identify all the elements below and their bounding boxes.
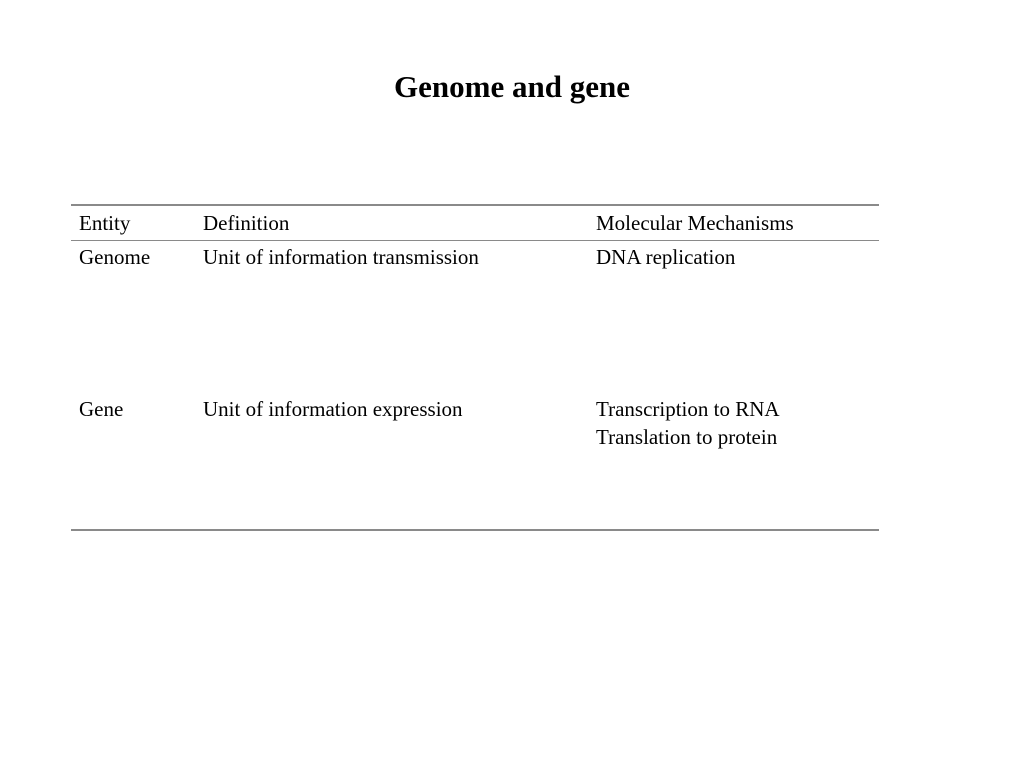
definition-table: Entity Definition Molecular Mechanisms G…	[71, 204, 879, 531]
page-title: Genome and gene	[394, 69, 630, 104]
header-definition: Definition	[203, 211, 290, 235]
cell-entity: Gene	[79, 397, 124, 421]
mechanism-line: DNA replication	[596, 245, 736, 269]
table-body: Genome Unit of information transmission …	[71, 241, 879, 530]
cell-mechanisms: Transcription to RNA Translation to prot…	[588, 392, 879, 530]
mechanism-line: Translation to protein	[596, 425, 778, 449]
cell-mechanisms: DNA replication	[588, 241, 879, 393]
definition-table-container: Entity Definition Molecular Mechanisms G…	[71, 204, 879, 531]
table-header: Entity Definition Molecular Mechanisms	[71, 205, 879, 241]
table-row: Genome Unit of information transmission …	[71, 241, 879, 393]
table-header-row: Entity Definition Molecular Mechanisms	[71, 205, 879, 241]
mechanism-line: Transcription to RNA	[596, 397, 780, 421]
header-entity: Entity	[79, 211, 131, 235]
cell-definition: Unit of information expression	[203, 397, 463, 421]
cell-entity: Genome	[79, 245, 151, 269]
cell-definition: Unit of information transmission	[203, 245, 479, 269]
table-row: Gene Unit of information expression Tran…	[71, 392, 879, 530]
header-molecular-mechanisms: Molecular Mechanisms	[596, 211, 794, 235]
